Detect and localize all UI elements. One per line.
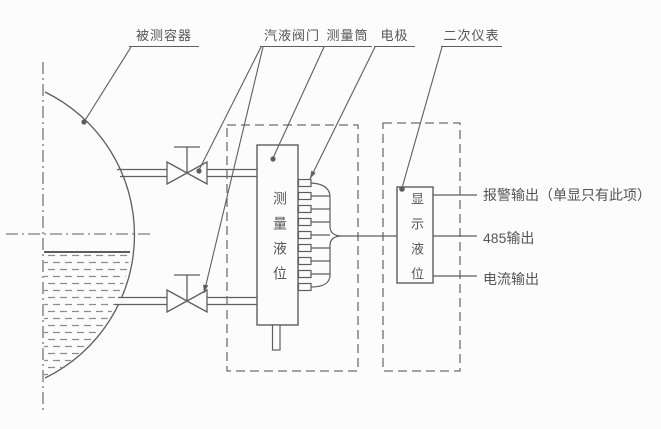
leader-line-lower-valve [203,46,264,294]
drain-stub [271,324,281,351]
leader-line-electrode [309,46,376,180]
electrode-stub [297,282,312,292]
electrode-stub [297,269,312,279]
leader-terminals [81,119,405,293]
upper-pipe [117,168,257,178]
leader-line-vessel [83,46,132,123]
display-unit-text: 显示液位 [409,192,424,292]
electrode-stub [297,217,312,227]
leader-arrow-electrode [310,170,316,179]
electrode-label: 电极 [374,28,415,47]
valves-label: 汽液阀门 [260,28,324,47]
leader-dot-vessel [81,119,87,125]
leader-dot-secondary [399,186,405,192]
liquid-hatch-area [44,252,130,378]
output-label-current: 电流输出 [483,271,539,287]
electrode-stub [297,256,312,266]
leader-lines [83,46,443,294]
leader-dot-upper-valve [196,168,202,174]
upper-valve [166,146,208,186]
display-unit-body [396,186,434,284]
measuring-cylinder-text: 测量液位 [272,191,288,291]
electrode-bus-brace [310,182,343,288]
vessel-label: 被测容器 [129,28,199,47]
secondary-instrument-dashed-box [382,122,461,372]
leader-line-upper-valve [198,46,262,171]
output-label-alarm: 报警输出（单显只有此项） [483,187,651,203]
measuring-assembly-dashed-box [226,124,359,372]
electrode-stubs [297,178,312,292]
electrode-stub [297,243,312,253]
leader-line-secondary [401,46,443,189]
secondary-instrument-label: 二次仪表 [441,28,502,47]
vessel-shell-arc [44,91,136,379]
leader-arrow-lower-valve [203,284,209,293]
leader-line-cylinder [272,46,325,159]
pipe-hatch-mask [110,298,142,304]
output-label-485: 485输出 [483,230,535,246]
measuring-cylinder-body [256,144,299,326]
cylinder-label: 测量筒 [323,28,372,47]
lower-pipe [115,296,257,306]
electrode-stub [297,204,312,214]
electrode-stub [297,178,312,188]
leader-dot-cylinder [270,156,276,162]
lower-valve [166,274,208,314]
electrode-stub [297,191,312,201]
electrode-stub [297,230,312,240]
